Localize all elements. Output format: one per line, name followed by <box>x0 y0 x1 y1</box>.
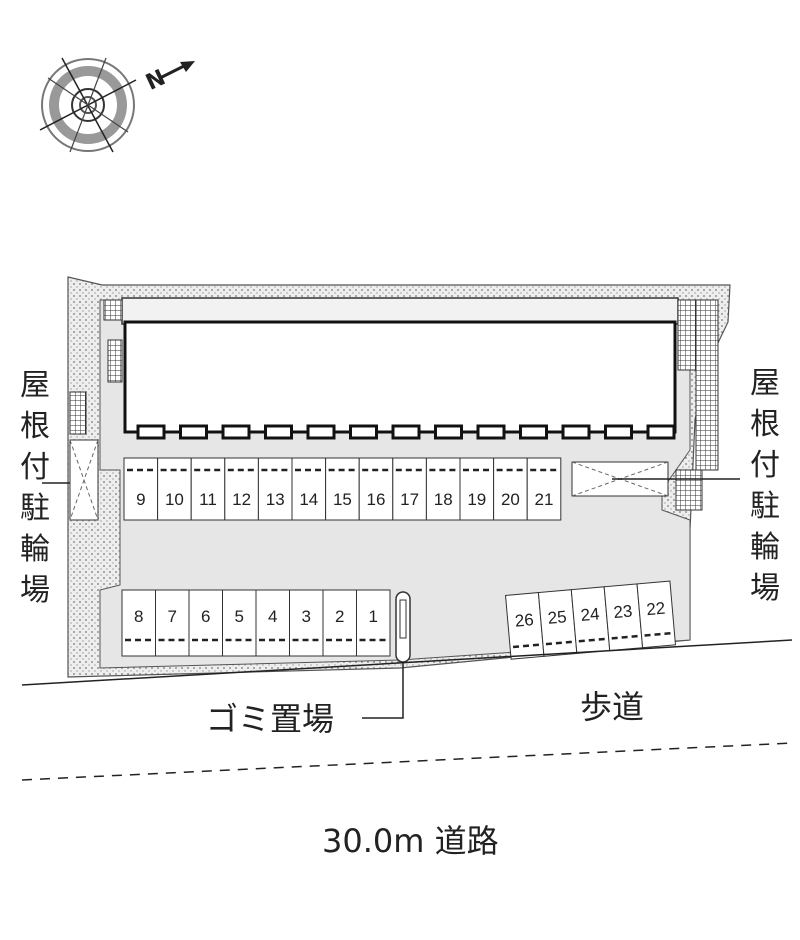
parking-number: 19 <box>467 490 486 509</box>
balcony-notch <box>179 424 208 440</box>
wheel-stop <box>545 640 573 646</box>
parking-space <box>459 457 495 521</box>
parking-space <box>155 589 190 657</box>
wheel-stop <box>578 637 606 643</box>
parking-number: 3 <box>301 607 310 626</box>
balcony-notch <box>221 424 251 440</box>
parking-number: 11 <box>199 490 217 509</box>
parking-space <box>121 589 156 657</box>
wheel-stop <box>611 634 639 640</box>
parking-number: 12 <box>232 490 251 509</box>
parking-number: 14 <box>299 490 318 509</box>
north-mark: N <box>142 65 169 95</box>
garbage-label: ゴミ置場 <box>206 700 334 738</box>
utility-block <box>103 299 123 321</box>
parking-space <box>291 457 327 521</box>
balcony-notch <box>476 424 506 440</box>
bike-parking-left-label: 屋根付駐輪場 <box>20 368 50 608</box>
balcony-notch <box>136 424 166 440</box>
parking-space <box>636 580 677 649</box>
building <box>121 297 679 440</box>
parking-number: 17 <box>400 490 419 509</box>
parking-number: 21 <box>535 490 554 509</box>
parking-number: 6 <box>201 607 210 626</box>
parking-number: 23 <box>613 601 634 622</box>
parking-number: 10 <box>165 490 184 509</box>
compass: N <box>39 57 195 153</box>
balcony-notch <box>604 424 633 440</box>
bike-parking-right-label: 屋根付駐輪場 <box>750 366 780 606</box>
wheel-stop <box>644 631 672 637</box>
parking-space <box>493 457 528 521</box>
parking-space <box>190 457 226 521</box>
parking-number: 16 <box>367 490 386 509</box>
parking-number: 26 <box>514 610 535 631</box>
sidewalk-edge <box>21 639 793 686</box>
parking-space <box>224 457 259 521</box>
parking-number: 8 <box>134 607 143 626</box>
parking-space <box>289 589 324 657</box>
parking-space <box>257 457 293 521</box>
balcony-notch <box>306 424 336 440</box>
stairway-right <box>675 299 719 511</box>
parking-row-bottom: 8 7 6 5 4 3 2 1 <box>121 589 391 657</box>
parking-number: 2 <box>335 607 344 626</box>
parking-space <box>356 589 391 657</box>
bike-parking-left <box>42 391 99 521</box>
balcony-notch <box>561 424 591 440</box>
parking-space <box>392 457 427 521</box>
parking-space <box>188 589 223 657</box>
parking-row-right: 26 25 24 23 22 <box>504 580 677 660</box>
parking-number: 22 <box>646 599 667 620</box>
balcony-notch <box>434 424 463 440</box>
parking-number: 4 <box>268 607 277 626</box>
parking-number: 24 <box>580 604 601 625</box>
parking-space <box>255 589 290 657</box>
balcony-notch <box>349 424 378 440</box>
parking-number: 5 <box>234 607 243 626</box>
parking-space <box>123 457 159 521</box>
parking-number: 1 <box>368 607 377 626</box>
wheel-stop <box>512 643 541 649</box>
parking-number: 13 <box>266 490 285 509</box>
road-centerline <box>21 742 793 781</box>
bike-parking-right <box>571 461 740 497</box>
parking-space <box>358 457 394 521</box>
sidewalk-label: 歩道 <box>580 688 644 726</box>
parking-number: 25 <box>547 607 568 628</box>
parking-number: 9 <box>136 490 145 509</box>
parking-space <box>157 457 192 521</box>
balcony-notch <box>646 424 676 440</box>
parking-space <box>322 589 357 657</box>
parking-space <box>325 457 360 521</box>
parking-number: 7 <box>167 607 176 626</box>
balcony-notch <box>264 424 293 440</box>
parking-row-top: 9 10 11 12 13 14 15 16 17 18 19 20 21 <box>123 457 562 521</box>
balcony-notch <box>519 424 548 440</box>
parking-space <box>526 457 562 521</box>
parking-space <box>222 589 257 657</box>
road-label: 30.0m 道路 <box>322 822 499 860</box>
balcony-notch <box>391 424 421 440</box>
parking-space <box>425 457 461 521</box>
parking-number: 20 <box>501 490 520 509</box>
parking-number: 15 <box>333 490 352 509</box>
utility-block <box>107 339 123 383</box>
parking-number: 18 <box>434 490 453 509</box>
